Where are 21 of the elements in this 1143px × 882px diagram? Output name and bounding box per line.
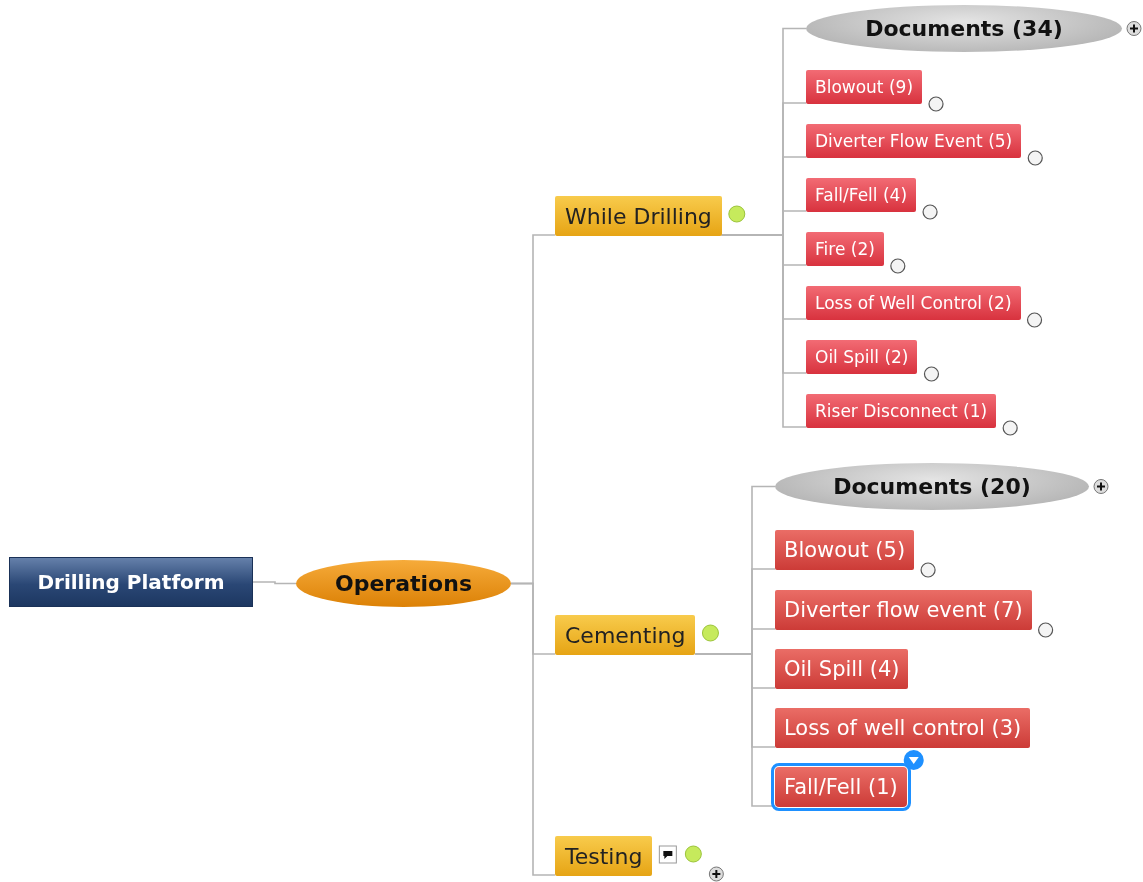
incident-box: Blowout (5)	[775, 530, 915, 570]
subtopic-box: Cementing	[555, 615, 696, 655]
incident-box: Diverter Flow Event (5)	[806, 124, 1022, 158]
incident-box: Diverter flow event (7)	[775, 590, 1032, 630]
documents-ellipse: Documents (34)	[806, 5, 1122, 52]
main-topic-ellipse: Operations	[296, 560, 511, 607]
incident-box: Fire (2)	[806, 232, 884, 266]
root-topic-box: Drilling Platform	[9, 557, 253, 607]
incident-box: Loss of Well Control (2)	[806, 286, 1021, 320]
incident-box: Riser Disconnect (1)	[806, 394, 997, 428]
subtopic-box: While Drilling	[555, 196, 722, 236]
subtopic-box: Testing	[555, 836, 653, 876]
incident-box: Loss of well control (3)	[775, 708, 1031, 748]
incident-box: Fall/Fell (4)	[806, 178, 917, 212]
incident-box: Blowout (9)	[806, 70, 922, 104]
incident-box: Oil Spill (2)	[806, 340, 918, 374]
incident-box: Oil Spill (4)	[775, 649, 909, 689]
connector-line	[721, 234, 807, 428]
connector-line	[252, 581, 297, 585]
connector-line	[510, 582, 556, 876]
documents-ellipse: Documents (20)	[775, 463, 1089, 510]
